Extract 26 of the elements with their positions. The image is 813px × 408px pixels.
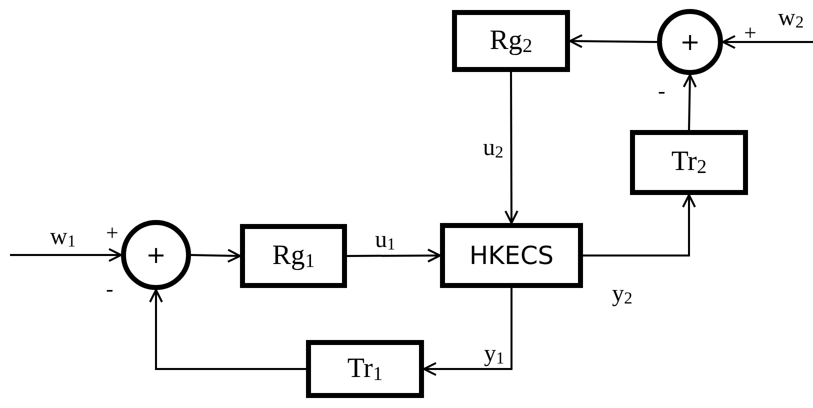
arrow <box>569 34 658 48</box>
arrow <box>682 74 697 130</box>
block-label: Tr$_{2}$ <box>671 146 707 179</box>
block-label: HKECS <box>469 241 554 270</box>
sign-label: - <box>106 278 114 300</box>
block-box <box>440 223 583 288</box>
block-label: Tr$_{1}$ <box>347 352 383 386</box>
sign-label: - <box>658 80 666 102</box>
block-label: Rg$_{2}$ <box>490 24 532 58</box>
block-label: Rg$_{1}$ <box>272 240 315 272</box>
block-box <box>452 10 570 72</box>
arrow <box>583 194 696 256</box>
block-box <box>630 130 748 195</box>
arrow <box>149 289 306 370</box>
block-label: + <box>680 28 700 56</box>
sign-label: + <box>744 22 756 44</box>
arrow <box>10 248 122 262</box>
arrow <box>423 288 512 376</box>
block-box <box>306 340 424 398</box>
block-label: + <box>146 241 166 269</box>
arrow <box>190 248 241 263</box>
arrow <box>504 72 518 224</box>
block-box <box>240 224 347 288</box>
arrow <box>722 35 813 49</box>
sign-label: + <box>106 222 118 244</box>
arrow <box>347 248 441 263</box>
